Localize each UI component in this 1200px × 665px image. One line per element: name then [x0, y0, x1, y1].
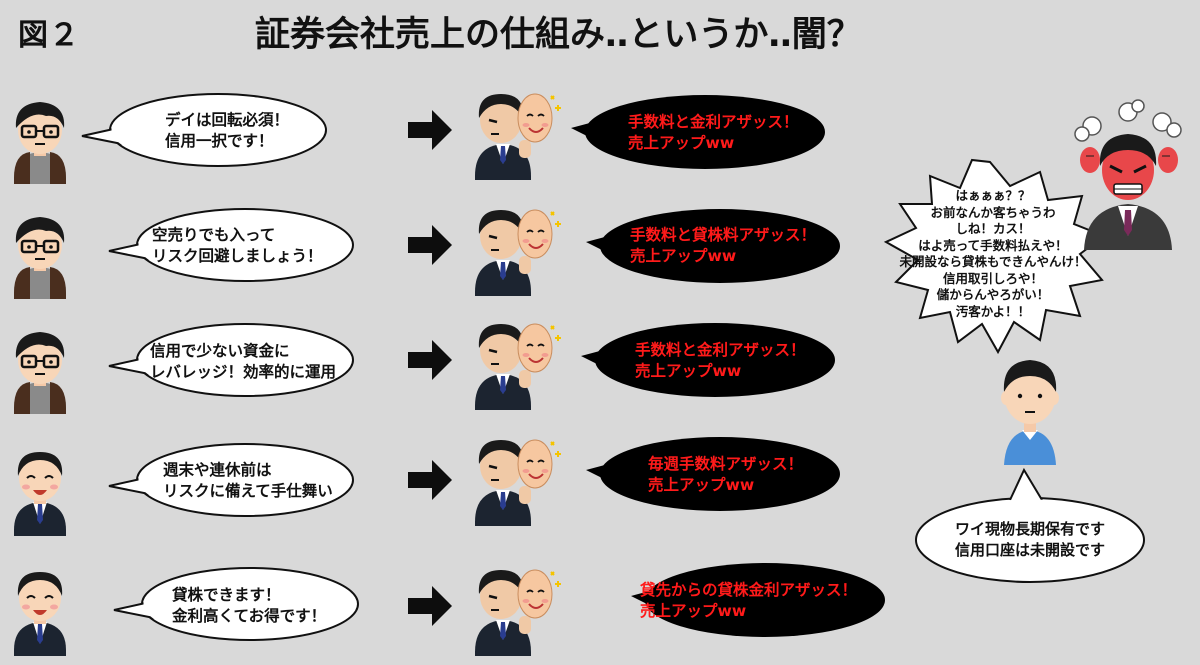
- broker-quote: 手数料と金利アザッス！ 売上アップww: [635, 340, 806, 382]
- broker-quote-line: 売上アップww: [648, 476, 755, 494]
- customer-quote-line: 空売りでも入って: [152, 226, 276, 244]
- customer-quote: 信用で少ない資金に レバレッジ！効率的に運用: [150, 341, 336, 383]
- angry-man-icon: [1074, 99, 1182, 250]
- broker-quote-line: 手数料と金利アザッス！: [635, 341, 806, 359]
- rant-line: 汚客かよ！！: [955, 303, 1031, 319]
- broker-quote-line: 売上アップww: [635, 362, 742, 380]
- arrow-right-icon: [408, 586, 452, 626]
- customer-quote-line: 信用一択です！: [165, 132, 274, 150]
- broker-quote-line: 貸先からの貸株金利アザッス！: [640, 581, 858, 599]
- customer-glasses-icon: [12, 215, 68, 301]
- broker-quote-line: 手数料と貸株料アザッス！: [630, 226, 817, 244]
- steam-icon: [1074, 99, 1182, 142]
- broker-quote: 手数料と貸株料アザッス！ 売上アップww: [630, 225, 816, 267]
- customer-quote-line: 週末や連休前は: [163, 461, 272, 479]
- arrow-right-icon: [408, 340, 452, 380]
- rant-line: はよ売って手数料払えや！: [918, 237, 1068, 253]
- arrow-right-icon: [408, 110, 452, 150]
- wai-quote: ワイ現物長期保有です 信用口座は未開設です: [930, 519, 1130, 561]
- broker-quote-line: 売上アップww: [630, 247, 737, 265]
- customer-quote: 貸株できます！ 金利高くてお得です！: [172, 585, 326, 627]
- customer-quote-line: 貸株できます！: [172, 586, 281, 604]
- broker-quote-line: 売上アップww: [640, 602, 747, 620]
- rant-line: はぁぁぁ？？: [955, 188, 1031, 203]
- figure-label: 図２: [18, 18, 80, 53]
- arrow-right-icon: [408, 225, 452, 265]
- rant-line: 未開設なら貸株もできんやんけ！: [899, 254, 1087, 269]
- customer-suit-icon: [13, 571, 67, 657]
- broker-quote: 手数料と金利アザッス！ 売上アップww: [628, 112, 799, 154]
- rant-line: 儲からんやろがい！: [936, 287, 1050, 302]
- customer-quote-line: 信用で少ない資金に: [150, 342, 290, 360]
- broker-mask-icon: [473, 92, 563, 182]
- wai-quote-line: 信用口座は未開設です: [954, 541, 1105, 559]
- broker-mask-icon: [473, 322, 563, 412]
- customer-quote-line: 金利高くてお得です！: [172, 607, 327, 625]
- rant-text: はぁぁぁ？？ お前なんか客ちゃうわ しね！カス！ はよ売って手数料払えや！ 未開…: [878, 188, 1108, 320]
- broker-quote-line: 売上アップww: [628, 134, 735, 152]
- rant-line: お前なんか客ちゃうわ: [930, 204, 1056, 220]
- customer-quote-line: リスク回避しましょう！: [152, 247, 323, 265]
- customer-quote: デイは回転必須！ 信用一択です！: [165, 110, 289, 152]
- customer-glasses-icon: [12, 100, 68, 186]
- rant-burst-bubble: [883, 158, 1107, 355]
- broker-quote-line: 手数料と金利アザッス！: [628, 113, 799, 131]
- customer-glasses-icon: [12, 330, 68, 416]
- broker-mask-icon: [473, 568, 563, 658]
- broker-mask-icon: [473, 208, 563, 298]
- broker-mask-icon: [473, 438, 563, 528]
- broker-quote-line: 毎週手数料アザッス！: [648, 455, 804, 473]
- customer-quote: 週末や連休前は リスクに備えて手仕舞い: [163, 460, 333, 502]
- rant-line: 信用取引しろや！: [942, 270, 1043, 286]
- customer-quote-line: リスクに備えて手仕舞い: [163, 482, 333, 500]
- wai-man-icon: [1001, 360, 1059, 465]
- customer-quote-line: デイは回転必須！: [165, 111, 290, 129]
- customer-suit-icon: [13, 451, 67, 537]
- customer-quote: 空売りでも入って リスク回避しましょう！: [152, 225, 323, 267]
- rant-line: しね！カス！: [955, 221, 1031, 236]
- arrow-right-icon: [408, 460, 452, 500]
- broker-quote: 毎週手数料アザッス！ 売上アップww: [648, 454, 803, 496]
- wai-quote-line: ワイ現物長期保有です: [954, 520, 1105, 538]
- page-title: 証券会社売上の仕組み‥というか‥闇？: [255, 15, 862, 55]
- customer-quote-line: レバレッジ！効率的に運用: [150, 363, 337, 381]
- broker-quote: 貸先からの貸株金利アザッス！ 売上アップww: [640, 580, 857, 622]
